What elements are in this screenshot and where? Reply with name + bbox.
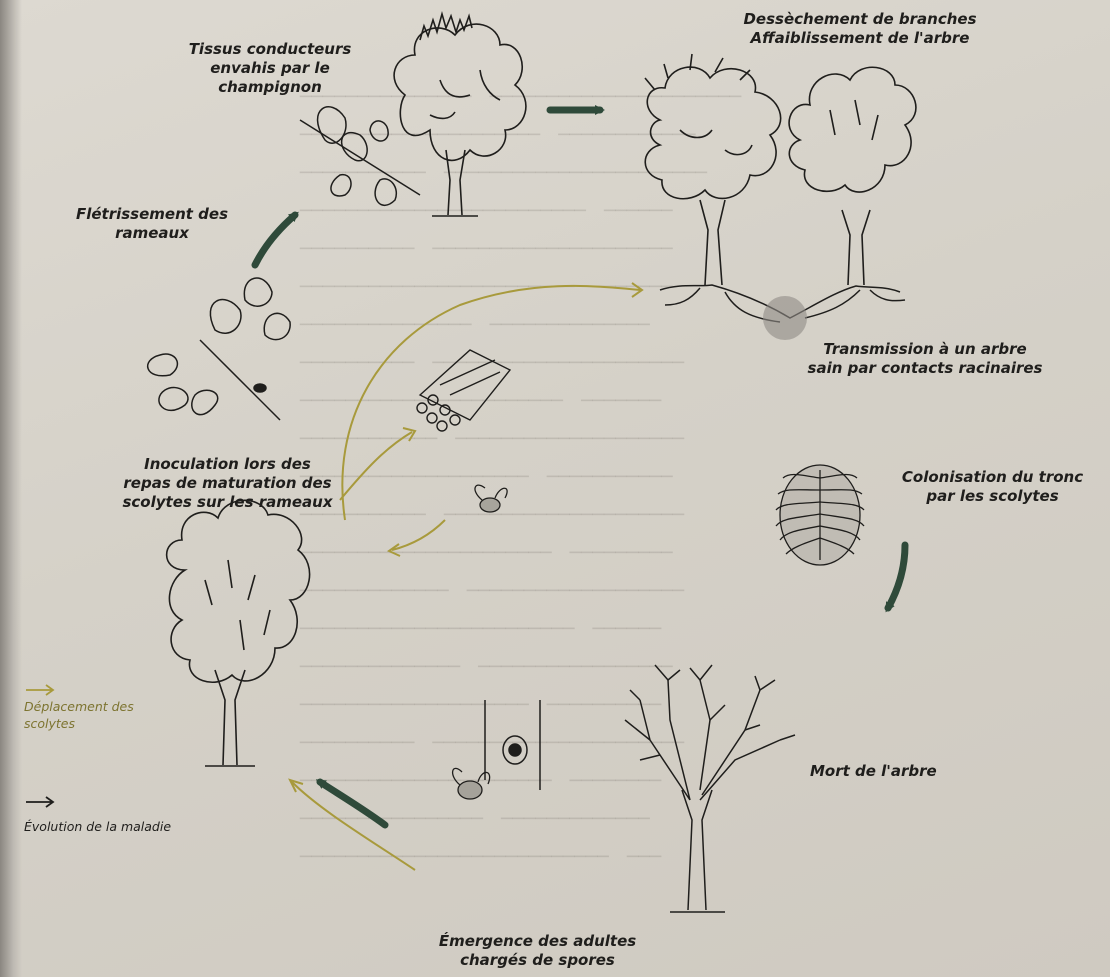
tree-healthy-icon [789, 67, 916, 285]
label-emergence: Émergence des adultes chargés de spores [420, 932, 655, 970]
arrow-colonisation [888, 545, 905, 608]
label-tissus: Tissus conducteurs envahis par le champi… [170, 40, 370, 97]
arrow-beetle-to-logs [340, 432, 412, 500]
arrow-fletrissement [255, 215, 295, 265]
tree-dead-icon [625, 665, 795, 912]
arrow-reinfection [320, 782, 385, 825]
arrow-emergence-to-host [292, 782, 415, 870]
label-transmission: Transmission à un arbre sain par contact… [800, 340, 1050, 378]
label-dessechement: Dessèchement de branches Affaiblissement… [735, 10, 985, 48]
beetle-flying-icon [475, 485, 507, 512]
emergence-hole-icon [485, 700, 540, 790]
label-inoculation: Inoculation lors des repas de maturation… [105, 455, 350, 512]
arrow-beetle-to-host [392, 520, 445, 550]
beetle-emerging-icon [453, 768, 490, 799]
log-pile-icon [417, 350, 510, 431]
label-fletrissement: Flétrissement des rameaux [62, 205, 242, 243]
bark-gallery-icon [776, 465, 864, 565]
label-mort: Mort de l'arbre [810, 762, 960, 781]
legend-deplacement: Déplacement des scolytes [24, 698, 134, 732]
tree-infected-icon [394, 14, 526, 216]
tree-drying-icon [645, 54, 781, 285]
label-colonisation: Colonisation du tronc par les scolytes [885, 468, 1100, 506]
tree-host-icon [167, 500, 310, 766]
feeding-branch-icon [148, 278, 291, 420]
root-contact-icon [660, 285, 905, 340]
arrow-beetle-to-roots [342, 286, 640, 520]
legend-evolution: Évolution de la maladie [24, 818, 171, 835]
